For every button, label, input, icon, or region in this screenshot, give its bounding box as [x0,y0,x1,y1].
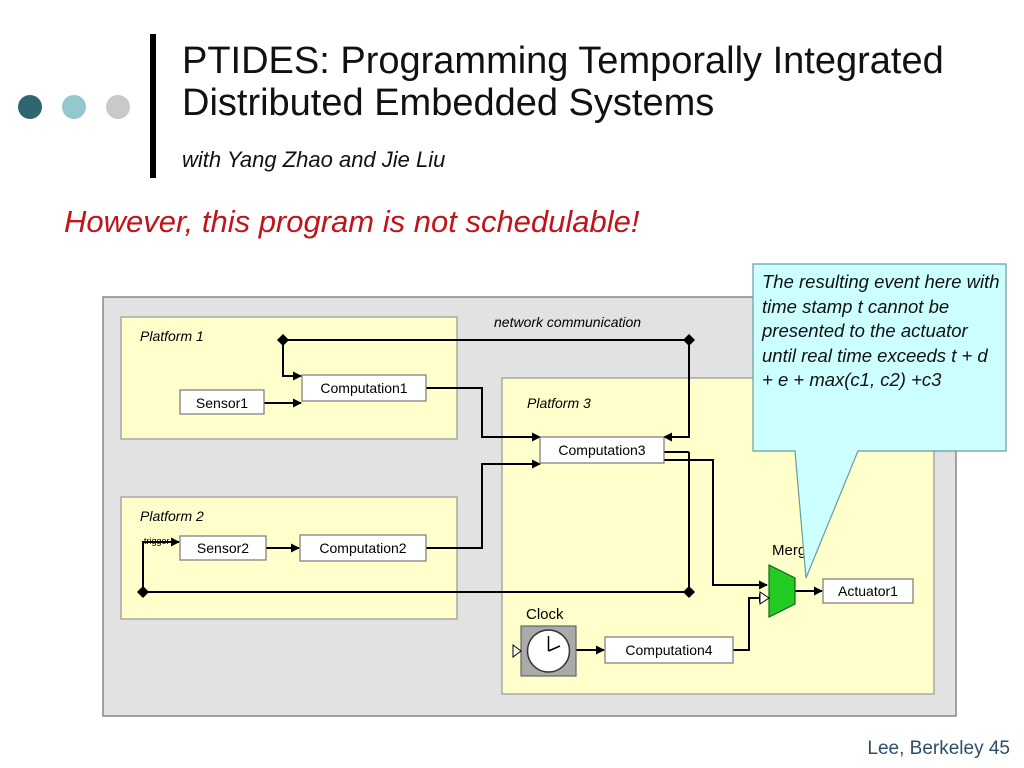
wire-computation2-to-computation3 [427,459,541,549]
platform-3-label: Platform 3 [527,395,591,411]
sensor1-actor [179,389,265,415]
decor-dot-gray [106,95,130,119]
relation-node [137,586,149,598]
computation3-label: Computation3 [558,442,645,458]
relation-nodes [137,334,695,598]
slide-title: PTIDES: Programming Temporally Integrate… [182,40,944,124]
decor-dot-dark [18,95,42,119]
relation-node [683,586,695,598]
callout-text: The resulting event here with time stamp… [762,271,1000,390]
wire-bus-to-computation3 [663,340,690,442]
computation3-actor [539,436,665,464]
clock-label: Clock [526,606,564,623]
slide-headline: However, this program is not schedulable… [64,204,640,239]
network-communication-label: network communication [494,314,641,330]
platform-2-label: Platform 2 [140,508,204,524]
clock-actor [512,625,577,677]
wire-trigger-to-sensor2 [142,537,180,592]
wire-computation4-to-merge [734,593,768,651]
decor-dot-teal [62,95,86,119]
relation-node [277,334,289,346]
merge-actor [759,564,796,618]
sensor2-actor [179,535,267,561]
sensor2-label: Sensor2 [197,540,249,556]
slide-footer: Lee, Berkeley 45 [867,738,1010,759]
callout-bubble [752,263,1007,579]
computation1-label: Computation1 [320,380,407,396]
actuator1-actor [822,578,914,604]
sensor1-label: Sensor1 [196,395,248,411]
computation4-label: Computation4 [625,642,712,658]
computation4-actor [604,636,734,664]
computation1-actor [301,374,427,402]
trigger-label: trigger [144,536,170,546]
wire-computation1-to-computation3 [427,387,541,442]
slide-subtitle: with Yang Zhao and Jie Liu [182,147,446,172]
computation2-actor [299,534,427,562]
wire-bus-to-computation1 [282,340,302,381]
title-divider [150,34,156,178]
connections [142,339,823,655]
relation-node [683,334,695,346]
actuator1-label: Actuator1 [838,583,898,599]
computation2-label: Computation2 [319,540,406,556]
wire-computation3-to-merge [664,459,768,590]
platform-1-label: Platform 1 [140,328,204,344]
